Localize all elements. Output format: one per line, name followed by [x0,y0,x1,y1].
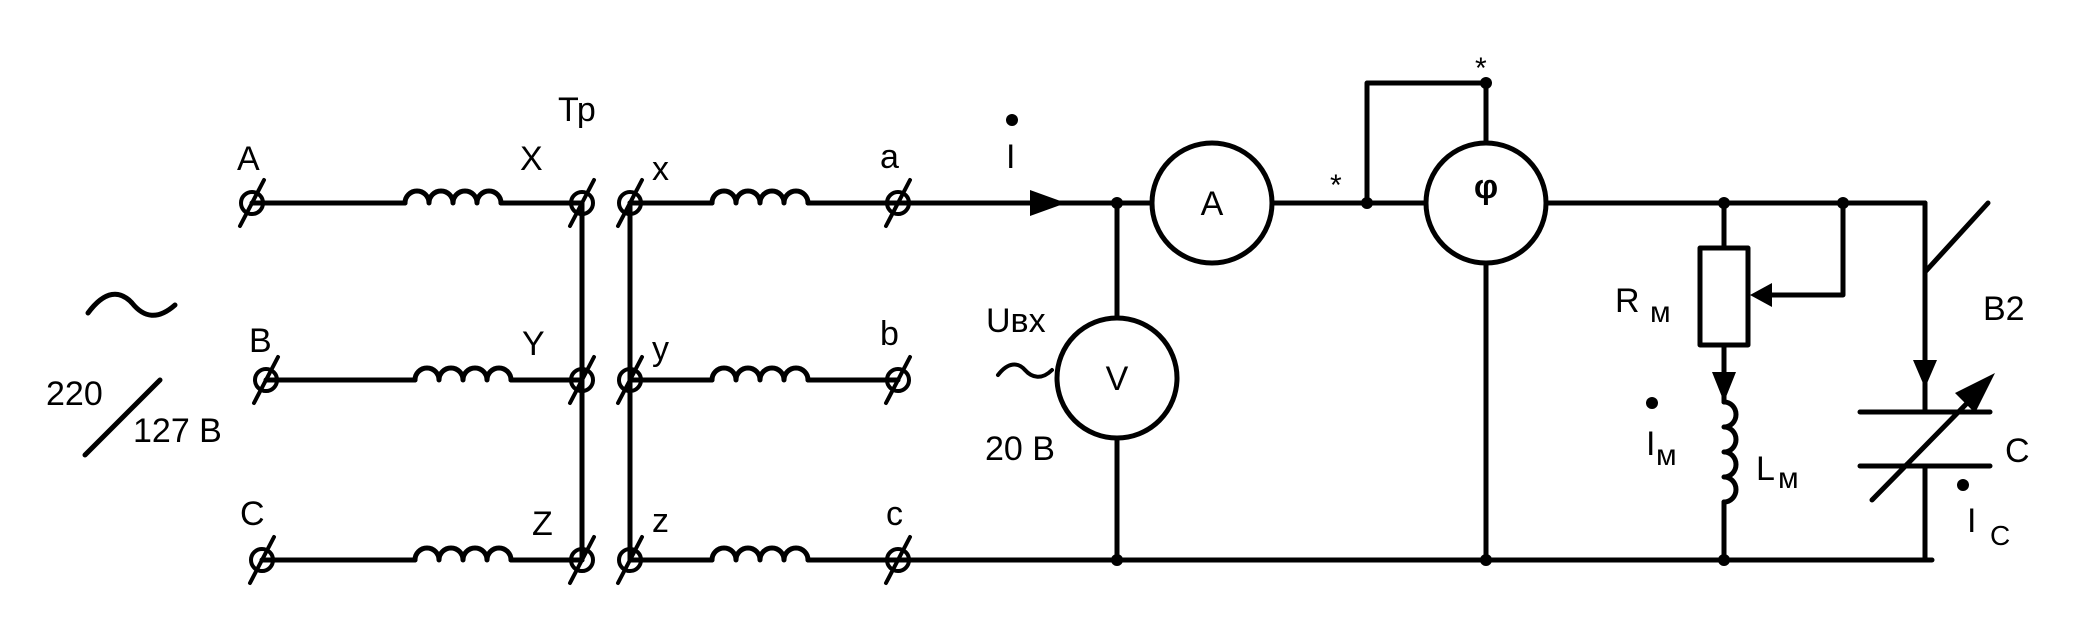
ammeter-symbol: A [1201,185,1224,223]
voltage-slash [82,377,163,458]
label-Y: Y [522,325,545,363]
phasemeter-star-top: * [1475,52,1487,85]
current-Im-sub: м [1656,439,1677,472]
label-C: C [240,495,265,533]
label-x: x [652,150,669,188]
source-phase-wires [249,188,585,563]
resistor-label-sub: м [1650,296,1671,329]
current-Ic-sub: C [1990,520,2010,551]
phasemeter-symbol: φ [1474,168,1498,206]
voltmeter-value: 20 В [985,430,1055,468]
inductor-label-sub: м [1778,462,1799,495]
switch-arrow [1913,360,1937,388]
current-I-label: I [1006,138,1015,176]
voltage-left: 220 [46,375,103,413]
terminal-C [248,535,276,585]
voltmeter [1054,315,1180,441]
label-y: y [652,330,669,368]
inductor-label: L [1756,450,1775,488]
current-Im-label: I [1646,425,1655,463]
current-Ic-label: I [1967,502,1976,540]
label-z: z [652,502,669,540]
current-arrow-I [1030,190,1066,216]
label-B: B [249,322,272,360]
terminal-A [238,178,266,228]
capacitor-label: C [2005,432,2030,470]
terminal-b [884,355,912,405]
inductor [1712,372,1739,505]
current-Ic-dot [1957,479,1969,491]
label-X: X [520,140,543,178]
label-A: A [237,140,260,178]
resistor-label: R [1615,282,1640,320]
voltmeter-label: Uвх [986,302,1046,340]
phasemeter [1423,140,1549,266]
ac-source-symbol [85,291,178,318]
switch-label: В2 [1983,290,2025,328]
label-Z: Z [532,505,553,543]
variable-capacitor [1857,373,1995,503]
junction-dots [1111,77,1849,566]
current-Im-dot [1646,397,1658,409]
transformer-primary-terminals [568,178,596,585]
current-I-dot [1006,114,1018,126]
secondary-phase-wires [627,188,901,563]
transformer-label: Тр [558,91,596,129]
voltmeter-ac-symbol [996,362,1054,379]
label-a: a [880,138,899,176]
terminal-B [252,355,280,405]
rheostat [1697,245,1772,348]
label-b: b [880,315,899,353]
ammeter [1149,140,1275,266]
voltage-right: 127 В [133,412,222,450]
phasemeter-star-left: * [1330,169,1342,202]
voltmeter-symbol: V [1106,360,1129,398]
label-c: c [886,495,903,533]
main-wires [895,80,1991,563]
